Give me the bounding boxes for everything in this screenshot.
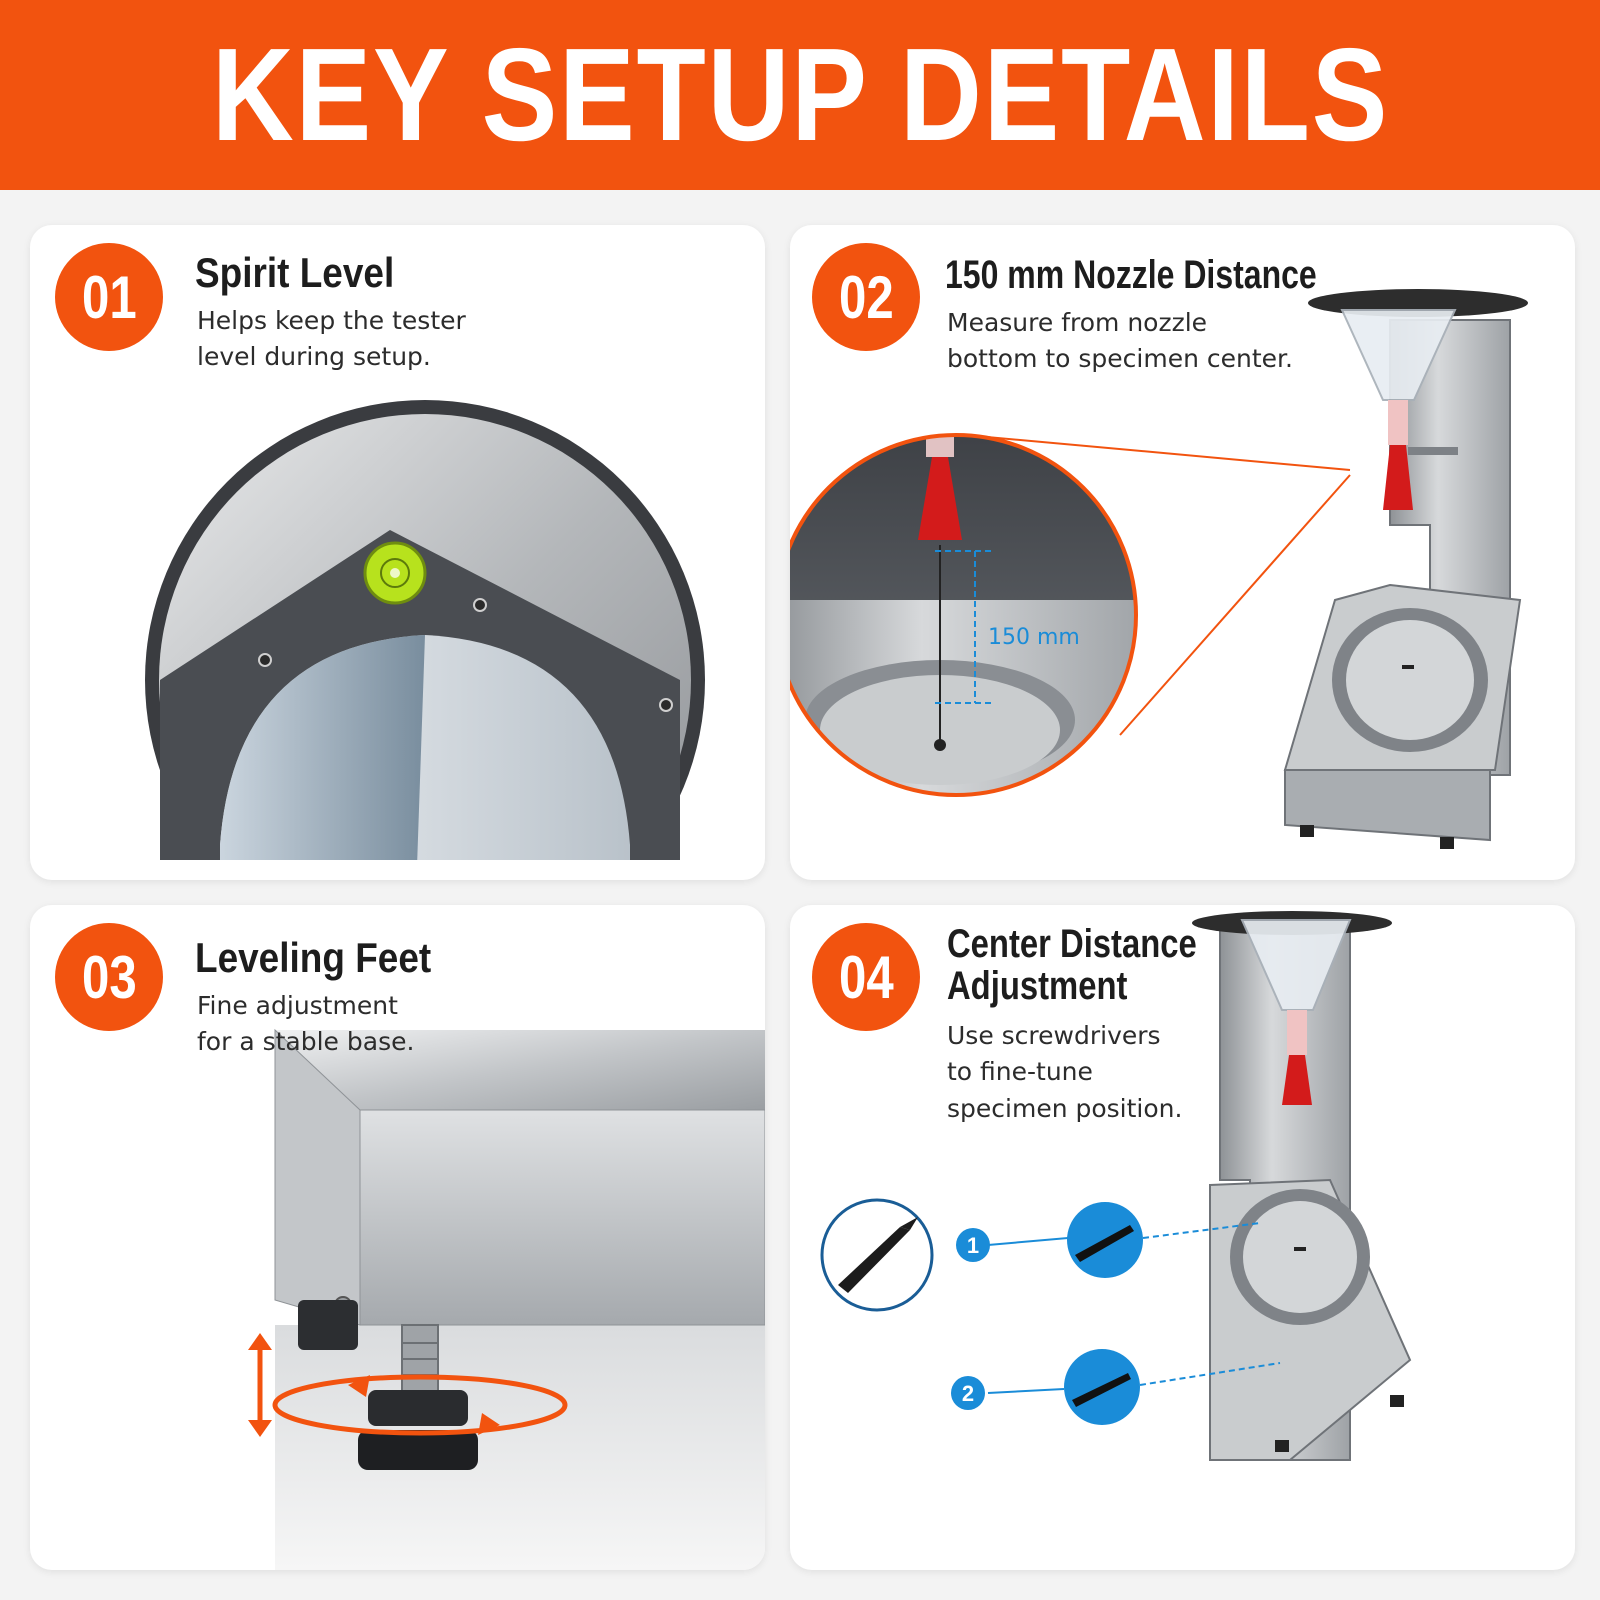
leveling-feet-illustration [248,1028,765,1570]
step-number-badge: 03 [55,923,163,1031]
screw-icon [473,598,487,612]
screw-icon [659,698,673,712]
card-description: Measure from nozzle bottom to specimen c… [947,308,1293,374]
card-center-distance: 1 2 04 Center Distance Adjustment Use sc… [790,905,1575,1570]
svg-text:2: 2 [962,1381,974,1406]
card-title: Spirit Level [195,249,395,296]
card-description: Use screwdrivers to fine-tune specimen p… [947,1021,1183,1123]
callout-line [1119,474,1351,736]
zoom-detail: 150 mm [790,435,1136,795]
base-top [275,1030,765,1110]
card-description: Helps keep the tester level during setup… [197,306,466,372]
step-badge-1 [956,1228,990,1262]
card-spirit-level: 01 Spirit Level Helps keep the tester le… [30,225,765,880]
svg-text:1: 1 [967,1233,979,1258]
header-banner: KEY SETUP DETAILS [0,0,1600,190]
rear-foot [298,1300,358,1350]
tester-illustration [1192,911,1412,1461]
card-nozzle-distance: 150 mm 02 150 mm Nozzle Distance Measure… [790,225,1575,880]
measurement-label: 150 mm [988,625,1080,650]
tester-illustration [1283,289,1528,849]
adjust-nut [368,1390,468,1426]
page-title: KEY SETUP DETAILS [211,21,1389,168]
foot-pad [358,1430,478,1470]
center-distance-illustration: 1 2 [820,911,1412,1461]
screw-icon [258,653,272,667]
card-description: Fine adjustment for a stable base. [197,991,415,1057]
base-side [274,1028,361,1326]
card-title: Leveling Feet [195,934,432,981]
card-leveling-feet: 03 Leveling Feet Fine adjustment for a s… [30,905,765,1570]
step-number-badge: 04 [812,923,920,1031]
card-title: 150 mm Nozzle Distance [945,253,1317,297]
callout-line [964,434,1351,471]
floor [275,1325,765,1570]
card-title: Center Distance Adjustment [947,922,1197,1008]
base-front [359,1109,765,1326]
nozzle-distance-illustration: 150 mm [790,289,1528,849]
step-number-badge: 01 [55,243,163,351]
step-badge-2 [951,1376,985,1410]
threaded-rod [401,1324,439,1401]
rotation-arrow-icon [272,1374,568,1436]
spirit-level-illustration [145,400,705,860]
step-number-badge: 02 [812,243,920,351]
